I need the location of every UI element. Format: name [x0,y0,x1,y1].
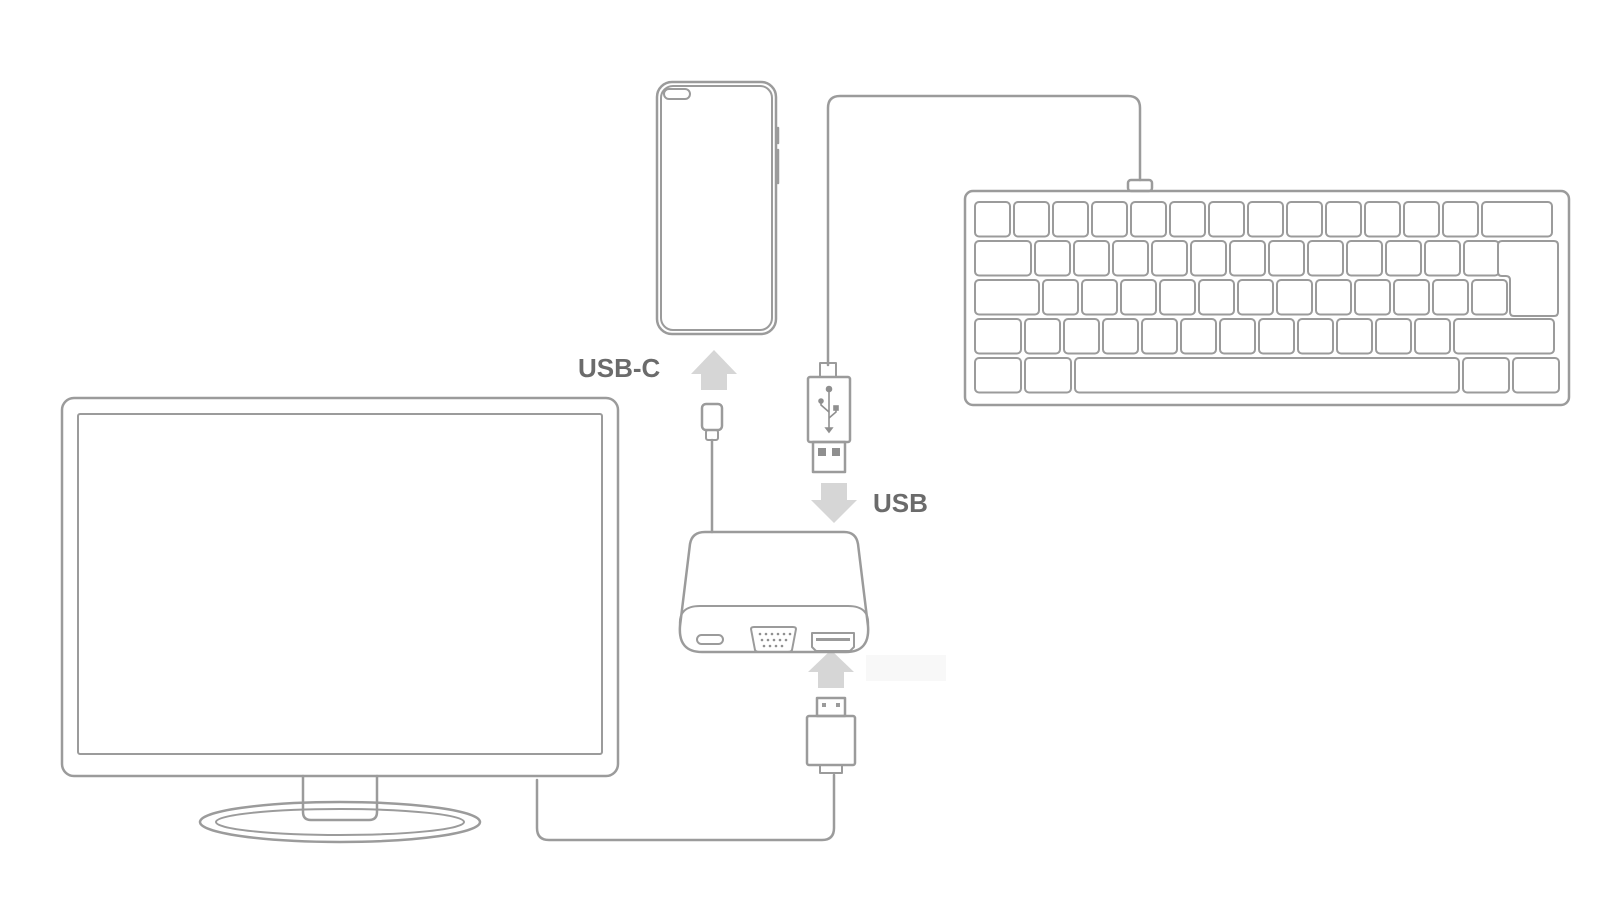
usb-symbol-icon [818,385,839,434]
adapter-usb-c-port [696,634,724,645]
keyboard-key [1325,201,1362,238]
keyboard-key [1286,201,1323,238]
keyboard-key [1120,279,1157,316]
keyboard-key [1375,318,1412,355]
keyboard-key [1130,201,1167,238]
keyboard-key [1471,279,1508,316]
keyboard-key [1024,357,1072,394]
keyboard-keys [974,201,1560,394]
keyboard-key [1354,279,1391,316]
keyboard-key [1414,318,1451,355]
keyboard-key [1453,318,1555,355]
usb-c-label: USB-C [578,353,661,383]
keyboard-key [1219,318,1256,355]
keyboard-key [1229,240,1266,277]
keyboard-enter-key [1497,240,1559,317]
keyboard-key [1346,240,1383,277]
keyboard-key [1258,318,1295,355]
keyboard-key [1442,201,1479,238]
usb-c-connector-icon [700,402,724,441]
keyboard-key [1481,201,1553,238]
keyboard-key [1268,240,1305,277]
arrow-up-hdmi [808,650,854,688]
keyboard-key [1307,240,1344,277]
arrow-down-usb [811,483,857,523]
keyboard-key [1102,318,1139,355]
keyboard-key [1315,279,1352,316]
keyboard-key [1276,279,1313,316]
arrow-up-usb-c [691,350,737,390]
keyboard-key [1042,279,1079,316]
usb-label: USB [873,488,928,518]
keyboard-key [1013,201,1050,238]
keyboard-key [1159,279,1196,316]
keyboard-key [974,201,1011,238]
faded-label-blank [866,655,946,681]
keyboard-key [1151,240,1188,277]
keyboard-key [1063,318,1100,355]
keyboard-cable [826,94,1142,367]
monitor-icon [60,396,620,844]
keyboard-key [1237,279,1274,316]
keyboard-key [1198,279,1235,316]
keyboard-icon [963,178,1571,407]
keyboard-key [1208,201,1245,238]
keyboard-key [1463,240,1500,277]
adapter-vga-port [750,626,797,653]
keyboard-key [974,279,1040,316]
hdmi-connector-icon [805,696,857,774]
keyboard-key [1180,318,1217,355]
smartphone-icon [655,80,780,336]
usb-a-connector-icon [806,362,852,474]
keyboard-key [1512,357,1560,394]
keyboard-key [1169,201,1206,238]
hdmi-cable [535,773,836,842]
keyboard-key [1385,240,1422,277]
keyboard-key [1462,357,1510,394]
keyboard-key [1364,201,1401,238]
keyboard-key [1336,318,1373,355]
keyboard-key [1091,201,1128,238]
keyboard-key [1024,318,1061,355]
keyboard-key [1034,240,1071,277]
keyboard-key [1073,240,1110,277]
keyboard-key [1074,357,1460,394]
adapter-hdmi-port [811,632,855,652]
keyboard-key [1112,240,1149,277]
keyboard-key [1393,279,1430,316]
keyboard-key [1052,201,1089,238]
keyboard-key [1432,279,1469,316]
keyboard-key [1424,240,1461,277]
keyboard-key [1081,279,1118,316]
keyboard-key [974,318,1022,355]
keyboard-key [1141,318,1178,355]
keyboard-key [1247,201,1284,238]
keyboard-key [1297,318,1334,355]
keyboard-key [974,357,1022,394]
keyboard-key [1403,201,1440,238]
keyboard-key [1190,240,1227,277]
usb-c-adapter-icon [678,530,870,654]
keyboard-key [974,240,1032,277]
